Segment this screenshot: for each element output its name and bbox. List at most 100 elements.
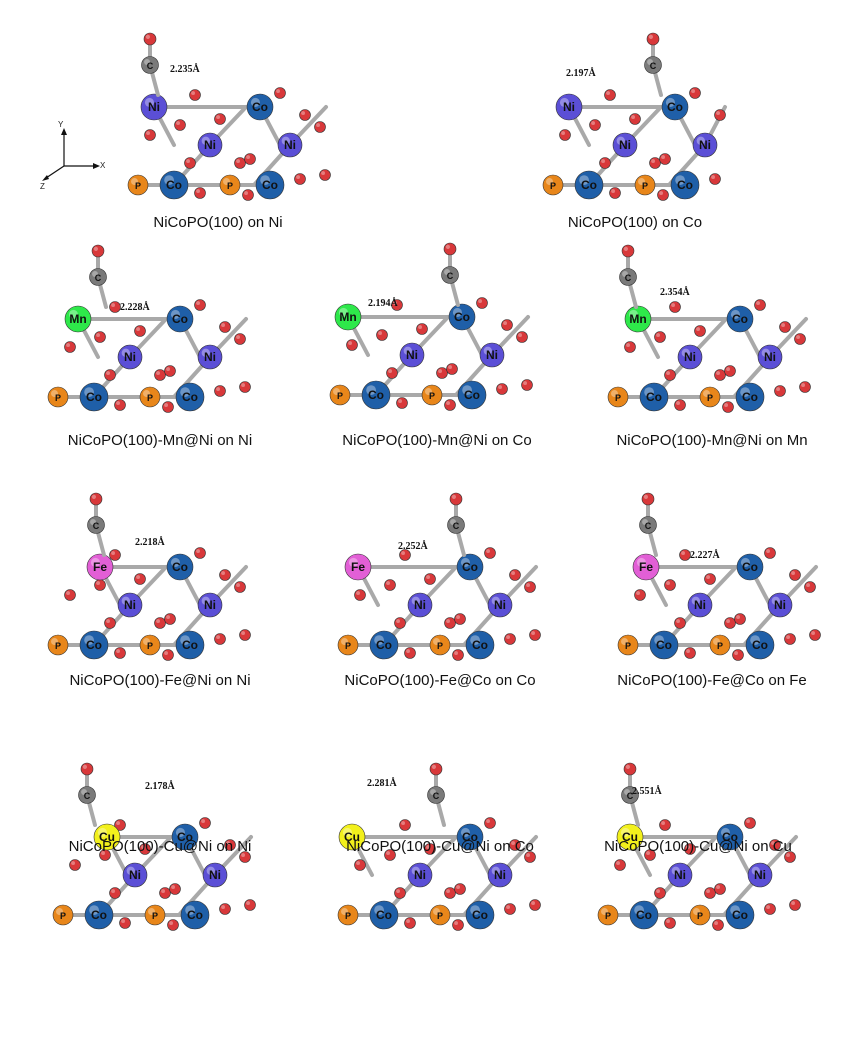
oxygen-atom [674, 617, 686, 629]
oxygen-atom [734, 613, 746, 625]
oxygen-atom [239, 381, 251, 393]
co-atom: Co [79, 630, 109, 660]
oxygen-atom [299, 109, 311, 121]
ni-atom: Ni [399, 342, 425, 368]
co-atom-label: Co [182, 638, 198, 652]
ni-atom: Ni [487, 592, 513, 618]
bond-distance-label: 2.218Å [135, 537, 165, 548]
oxygen-atom [64, 341, 76, 353]
oxygen-atom [634, 589, 646, 601]
oxygen-atom [109, 887, 121, 899]
p-atom: P [139, 386, 161, 408]
fe-atom-label: Fe [93, 560, 107, 574]
p-atom: P [127, 174, 149, 196]
cu-atom-label: Cu [344, 830, 360, 844]
ni-atom: Ni [202, 862, 228, 888]
oxygen-atom [516, 331, 528, 343]
carbon-atom-label: C [453, 521, 460, 531]
oxygen-atom [416, 323, 428, 335]
oxygen-atom [444, 617, 456, 629]
carbon-atom: C [427, 786, 445, 804]
co-oxygen-atom [80, 762, 94, 776]
oxygen-atom [659, 819, 671, 831]
carbon-atom: C [619, 268, 637, 286]
oxygen-atom [789, 569, 801, 581]
mn-atom: Mn [624, 305, 652, 333]
co-atom-label: Co [752, 638, 768, 652]
ni-atom: Ni [122, 862, 148, 888]
oxygen-atom [789, 899, 801, 911]
oxygen-atom [524, 581, 536, 593]
cu-atom-label: Cu [99, 830, 115, 844]
ni-atom-label: Ni [209, 868, 221, 882]
co-atom: Co [745, 630, 775, 660]
p-atom: P [52, 904, 74, 926]
oxygen-atom [219, 569, 231, 581]
oxygen-atom [164, 365, 176, 377]
oxygen-atom [391, 299, 403, 311]
co-atom: Co [448, 303, 476, 331]
oxygen-atom [244, 899, 256, 911]
oxygen-atom [184, 157, 196, 169]
co-atom: Co [639, 382, 669, 412]
oxygen-atom [804, 581, 816, 593]
co-atom: Co [465, 900, 495, 930]
co-atom: Co [649, 630, 679, 660]
oxygen-atom [399, 819, 411, 831]
structure-caption: NiCoPO(100)-Fe@Co on Fe [617, 672, 807, 689]
p-atom-label: P [642, 181, 648, 191]
p-atom-label: P [55, 641, 61, 651]
mn-atom: Mn [334, 303, 362, 331]
co-atom: Co [629, 900, 659, 930]
ni-atom-label: Ni [619, 138, 631, 152]
co-atom-label: Co [86, 638, 102, 652]
oxygen-atom [496, 383, 508, 395]
oxygen-atom [214, 633, 226, 645]
oxygen-atom [454, 613, 466, 625]
oxygen-atom [504, 903, 516, 915]
oxygen-atom [404, 917, 416, 929]
structure-caption: NiCoPO(100)-Mn@Ni on Ni [67, 432, 253, 449]
bond-distance-label: 2.227Å [690, 550, 720, 561]
oxygen-atom [784, 851, 796, 863]
structure-caption: NiCoPO(100)-Cu@Ni on Co [346, 838, 534, 855]
bond-distance-label: 2.228Å [120, 302, 150, 313]
ni-atom-label: Ni [694, 598, 706, 612]
oxygen-atom [724, 617, 736, 629]
oxygen-atom [194, 299, 206, 311]
carbon-atom: C [141, 56, 159, 74]
structure-caption: NiCoPO(100)-Mn@Ni on Co [342, 432, 532, 449]
carbon-atom-label: C [625, 273, 632, 283]
oxygen-atom [504, 633, 516, 645]
p-atom-label: P [437, 911, 443, 921]
co-atom: Co [166, 553, 194, 581]
p-atom-label: P [147, 393, 153, 403]
co-atom: Co [246, 93, 274, 121]
co-atom-label: Co [262, 178, 278, 192]
oxygen-atom [609, 187, 621, 199]
fe-atom-label: Fe [639, 560, 653, 574]
oxygen-atom [242, 189, 254, 201]
ni-atom: Ni [407, 862, 433, 888]
co-atom: Co [175, 630, 205, 660]
oxygen-atom [354, 859, 366, 871]
ni-atom-label: Ni [148, 100, 160, 114]
co-atom: Co [670, 170, 700, 200]
oxygen-atom [394, 617, 406, 629]
fe-atom: Fe [86, 553, 114, 581]
axis-z-label: Z [40, 182, 45, 191]
p-atom-label: P [135, 181, 141, 191]
co-atom: Co [369, 900, 399, 930]
co-atom-label: Co [581, 178, 597, 192]
oxygen-atom [109, 549, 121, 561]
carbon-atom: C [644, 56, 662, 74]
fe-atom: Fe [632, 553, 660, 581]
oxygen-atom [384, 849, 396, 861]
co-atom: Co [369, 630, 399, 660]
fe-atom: Fe [344, 553, 372, 581]
oxygen-atom [104, 369, 116, 381]
